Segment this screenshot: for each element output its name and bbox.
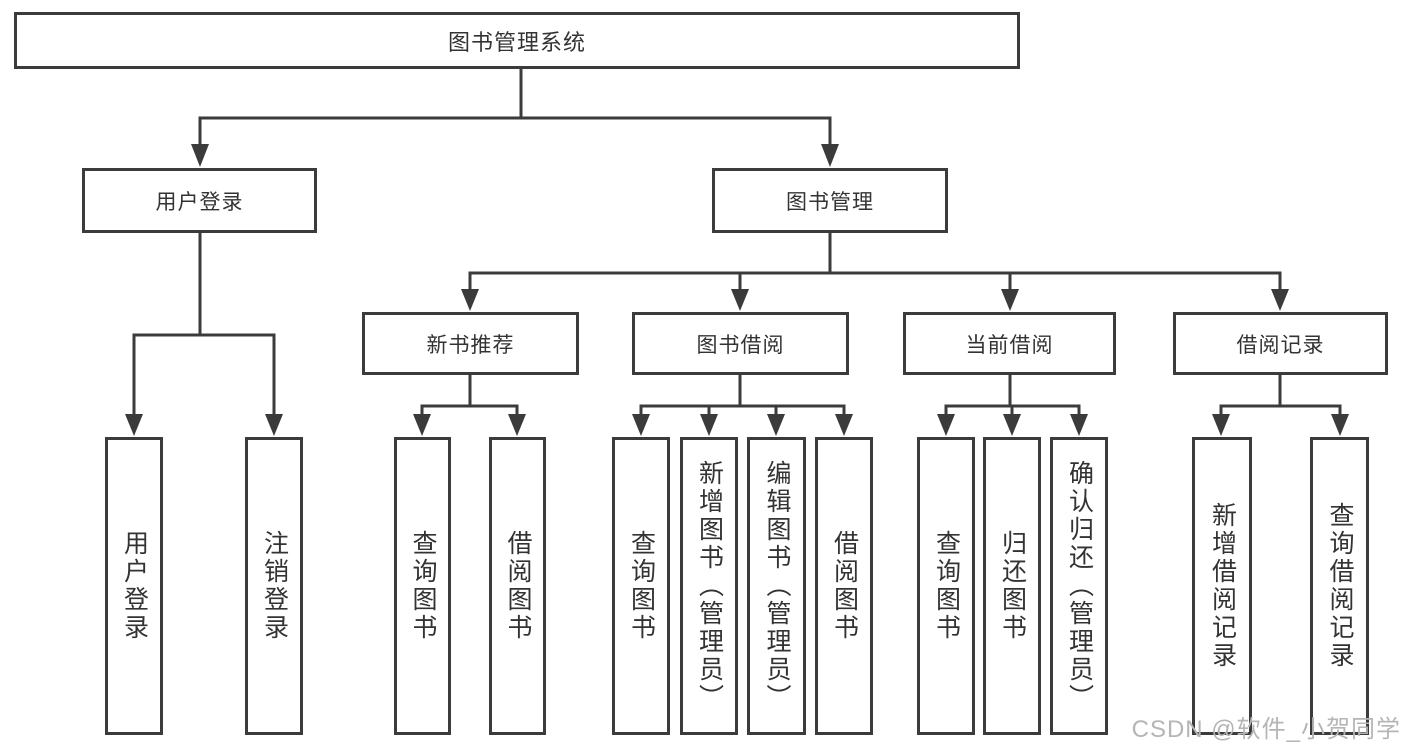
leaf-borrow-books-label: 借阅图书 xyxy=(830,530,859,642)
leaf-query-borrow-record-label: 查询借阅记录 xyxy=(1326,502,1354,670)
leaf-confirm-return-admin: 确认归还（管理员） xyxy=(1050,437,1108,735)
leaf-edit-books-admin-label: 编辑图书（管理员） xyxy=(763,460,791,712)
leaf-edit-books-admin: 编辑图书（管理员） xyxy=(747,437,806,735)
node-root-label: 图书管理系统 xyxy=(447,29,586,55)
leaf-query-books-borrow: 查询图书 xyxy=(612,437,670,735)
node-current-borrow-label: 当前借阅 xyxy=(965,333,1054,357)
leaf-user-login-label: 用户登录 xyxy=(120,530,149,642)
node-book-borrow: 图书借阅 xyxy=(632,312,849,375)
node-book-management: 图书管理 xyxy=(712,168,948,233)
leaf-logout-label: 注销登录 xyxy=(260,530,289,642)
leaf-user-login: 用户登录 xyxy=(105,437,163,735)
leaf-logout: 注销登录 xyxy=(245,437,303,735)
node-user-login-label: 用户登录 xyxy=(155,190,244,214)
leaf-borrow-books-recommend-label: 借阅图书 xyxy=(504,530,532,642)
node-user-login: 用户登录 xyxy=(82,168,317,233)
leaf-add-borrow-record: 新增借阅记录 xyxy=(1192,437,1252,735)
leaf-borrow-books: 借阅图书 xyxy=(815,437,873,735)
node-current-borrow: 当前借阅 xyxy=(903,312,1116,375)
node-borrow-records: 借阅记录 xyxy=(1173,312,1388,375)
node-root-system: 图书管理系统 xyxy=(14,12,1020,69)
csdn-watermark: CSDN @软件_小贺同学 xyxy=(1131,716,1401,743)
node-new-book-recommend-label: 新书推荐 xyxy=(426,333,515,357)
leaf-add-books-admin-label: 新增图书（管理员） xyxy=(695,460,724,712)
leaf-borrow-books-recommend: 借阅图书 xyxy=(489,437,546,735)
leaf-return-books-label: 归还图书 xyxy=(998,530,1027,642)
leaf-query-borrow-record: 查询借阅记录 xyxy=(1310,437,1369,735)
leaf-query-books-recommend-label: 查询图书 xyxy=(409,530,437,642)
node-new-book-recommend: 新书推荐 xyxy=(362,312,579,375)
node-book-borrow-label: 图书借阅 xyxy=(696,333,785,357)
node-borrow-records-label: 借阅记录 xyxy=(1236,333,1325,357)
leaf-query-books-current-label: 查询图书 xyxy=(932,530,961,642)
leaf-add-books-admin: 新增图书（管理员） xyxy=(680,437,738,735)
leaf-confirm-return-admin-label: 确认归还（管理员） xyxy=(1065,460,1094,712)
leaf-add-borrow-record-label: 新增借阅记录 xyxy=(1208,502,1237,670)
leaf-query-books-borrow-label: 查询图书 xyxy=(627,530,656,642)
leaf-query-books-recommend: 查询图书 xyxy=(394,437,451,735)
leaf-query-books-current: 查询图书 xyxy=(917,437,975,735)
leaf-return-books: 归还图书 xyxy=(983,437,1041,735)
node-book-management-label: 图书管理 xyxy=(786,190,874,214)
